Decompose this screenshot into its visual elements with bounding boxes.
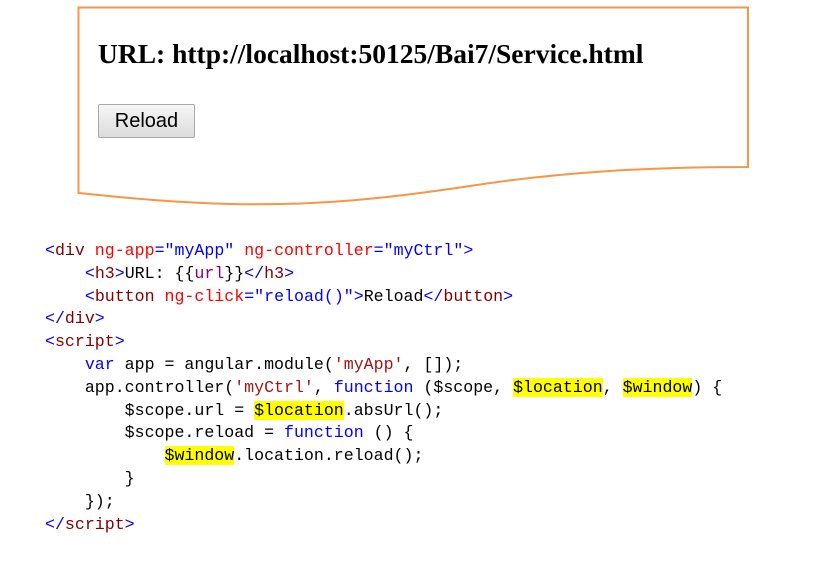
code-token: }} [224, 263, 245, 283]
code-line: $scope.url = $location.absUrl(); [45, 400, 722, 423]
code-token: < [84, 263, 95, 283]
code-token: "myCtrl" [383, 241, 464, 260]
code-token: > [284, 263, 295, 283]
highlighted-token: $window [164, 446, 235, 466]
highlighted-token: $location [513, 377, 603, 397]
code-line: $window.location.reload(); [45, 445, 722, 468]
code-token: } [45, 468, 135, 488]
code-token: app = angular.module( [114, 354, 334, 374]
code-token: > [463, 241, 474, 260]
code-token: = [373, 241, 384, 260]
code-token: Reload [363, 286, 424, 306]
code-token: </ [244, 263, 265, 283]
code-token: app.controller( [45, 377, 235, 397]
code-token: div [64, 309, 95, 329]
code-token: 'myCtrl' [234, 377, 314, 397]
code-line: var app = angular.module('myApp', []); [45, 354, 722, 377]
code-line: $scope.reload = function () { [45, 422, 722, 445]
code-token: .location.reload(); [234, 446, 424, 466]
code-token: ) { [692, 377, 723, 397]
code-token: > [94, 309, 105, 329]
code-token: script [64, 514, 125, 534]
code-token [45, 264, 85, 283]
code-token: > [114, 263, 125, 283]
code-token: </ [423, 286, 444, 306]
code-token: }); [45, 491, 115, 511]
code-token: url [194, 263, 225, 283]
code-token: h3 [94, 263, 115, 283]
url-heading: URL: http://localhost:50125/Bai7/Service… [98, 38, 644, 69]
reload-button[interactable]: Reload [98, 104, 195, 138]
code-token: script [54, 332, 115, 352]
code-token: $scope.reload = [45, 423, 284, 443]
code-line: <button ng-click="reload()">Reload</butt… [45, 286, 722, 309]
demo-output-frame [77, 6, 749, 206]
code-token: > [124, 514, 135, 534]
code-token: < [84, 286, 95, 306]
code-token: = [244, 286, 255, 306]
code-token: > [353, 286, 364, 306]
code-token: button [443, 286, 504, 306]
wavy-border [77, 6, 749, 206]
code-token [45, 355, 85, 374]
code-line: <script> [45, 331, 722, 354]
code-token: < [45, 241, 55, 260]
code-token: .absUrl(); [343, 400, 444, 420]
code-token: function [333, 377, 414, 397]
code-token: div [54, 241, 85, 260]
code-token: </ [45, 309, 65, 329]
code-token [45, 446, 165, 465]
code-line: }); [45, 491, 722, 514]
code-token: , [602, 377, 623, 397]
code-token: 'myApp' [333, 354, 404, 374]
code-token: ($scope, [413, 377, 514, 397]
code-token: button [94, 286, 155, 306]
code-token: > [503, 286, 514, 306]
code-token: , [313, 377, 334, 397]
code-token: ng-controller [234, 241, 374, 260]
code-token: < [45, 332, 55, 352]
code-line: </div> [45, 308, 722, 331]
code-token: </ [45, 514, 65, 534]
code-token: "myApp" [164, 241, 235, 260]
code-token: = [154, 241, 165, 260]
code-token: ng-app [84, 241, 155, 260]
code-token [45, 287, 85, 306]
code-token: ng-click [154, 286, 245, 306]
highlighted-token: $window [622, 377, 693, 397]
code-line: <div ng-app="myApp" ng-controller="myCtr… [45, 240, 722, 263]
code-line: } [45, 468, 722, 491]
code-token: var [84, 354, 115, 374]
code-token: $scope.url = [45, 400, 255, 420]
code-listing: <div ng-app="myApp" ng-controller="myCtr… [45, 240, 722, 536]
code-token: > [114, 332, 125, 352]
code-token: URL: {{ [124, 263, 195, 283]
highlighted-token: $location [254, 400, 344, 420]
code-token: function [284, 423, 364, 443]
code-line: </script> [45, 514, 722, 537]
code-token: () { [363, 423, 414, 443]
code-token: "reload()" [254, 286, 354, 306]
code-line: <h3>URL: {{url}}</h3> [45, 263, 722, 286]
code-token: , []); [403, 354, 464, 374]
code-line: app.controller('myCtrl', function ($scop… [45, 377, 722, 400]
code-token: h3 [264, 263, 285, 283]
